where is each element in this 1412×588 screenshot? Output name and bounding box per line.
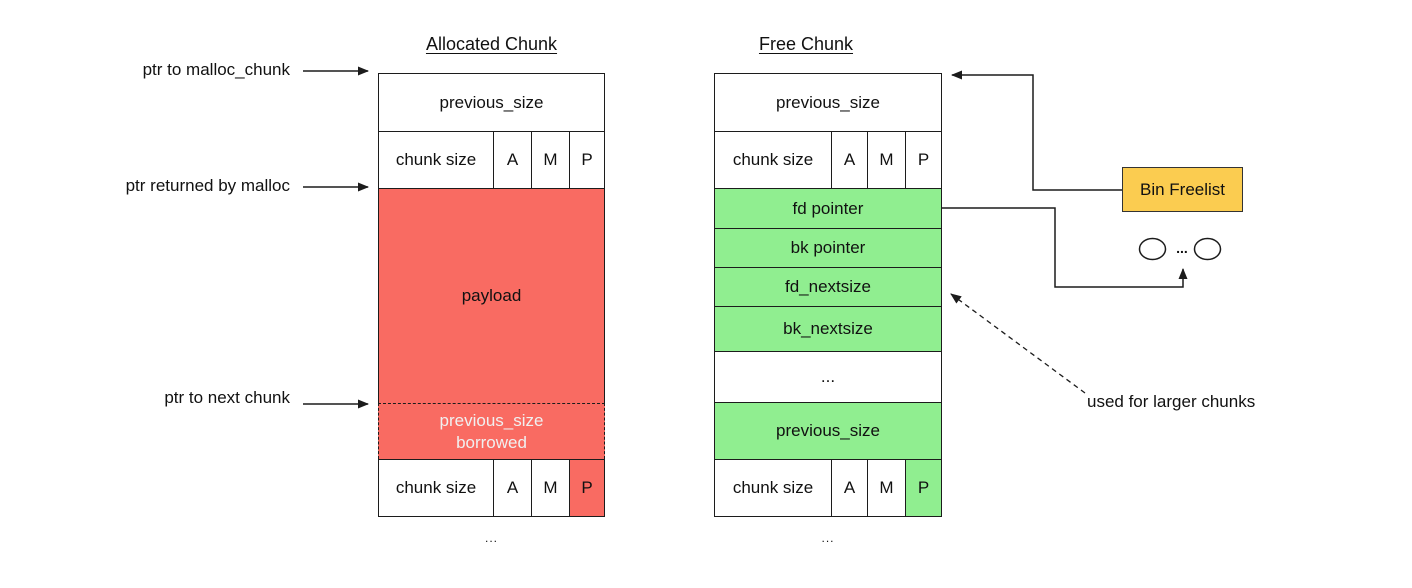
free-previous-size-row: previous_size [714,73,942,131]
free-chunk-title: Free Chunk [758,34,854,54]
free-previous-size-green-row: previous_size [714,402,942,459]
arrow-bin-freelist-to-free-chunk [951,70,1122,191]
free-next-flag-p: P [905,460,941,516]
allocated-next-flag-a: A [493,460,531,516]
allocated-payload-row: payload [378,188,605,403]
allocated-chunk-title: Allocated Chunk [425,34,558,54]
free-bk-nextsize-row: bk_nextsize [714,306,942,351]
allocated-next-flag-m: M [531,460,569,516]
allocated-continuation-ellipsis: ... [484,531,498,545]
allocated-chunk-size-cell: chunk size [395,150,477,169]
borrowed-label-line2: borrowed [456,432,527,452]
free-fd-pointer-row: fd pointer [714,188,942,228]
free-flag-p: P [905,132,941,188]
free-next-chunk-size-row: chunk size A M P [714,459,942,517]
bins-ellipsis: ... [1176,240,1188,256]
allocated-previous-size-row: previous_size [378,73,605,131]
free-fd-nextsize-row: fd_nextsize [714,267,942,306]
free-next-chunk-size-cell: chunk size [732,478,814,497]
ptr-to-malloc-chunk-label: ptr to malloc_chunk [142,60,290,79]
free-middle-ellipsis-row: ... [714,351,942,402]
free-chunk-size-row: chunk size A M P [714,131,942,188]
free-bk-pointer-row: bk pointer [714,228,942,267]
allocated-flag-m: M [531,132,569,188]
allocated-next-chunk-size-cell: chunk size [395,478,477,497]
bin-node-circle-left [1138,237,1167,261]
borrowed-label-line1: previous_size [439,410,544,430]
allocated-next-flag-p: P [569,460,604,516]
bin-freelist-box: Bin Freelist [1122,167,1243,212]
free-flag-a: A [831,132,867,188]
free-chunk-size-cell: chunk size [732,150,814,169]
ptr-returned-by-malloc-label: ptr returned by malloc [125,176,290,195]
arrow-fd-pointer-to-bins [942,207,1188,288]
free-flag-m: M [867,132,905,188]
arrow-used-for-larger-chunks [950,293,1086,394]
free-next-flag-a: A [831,460,867,516]
ptr-to-next-chunk-label: ptr to next chunk [164,388,290,407]
allocated-next-chunk-size-row: chunk size A M P [378,459,605,517]
allocated-previous-size-borrowed-row: previous_size borrowed [378,403,605,459]
free-next-flag-m: M [867,460,905,516]
allocated-flag-a: A [493,132,531,188]
bin-node-circle-right [1193,237,1222,261]
allocated-flag-p: P [569,132,604,188]
allocated-chunk-size-row: chunk size A M P [378,131,605,188]
free-continuation-ellipsis: ... [821,531,835,545]
used-for-larger-chunks-label: used for larger chunks [1087,392,1256,411]
